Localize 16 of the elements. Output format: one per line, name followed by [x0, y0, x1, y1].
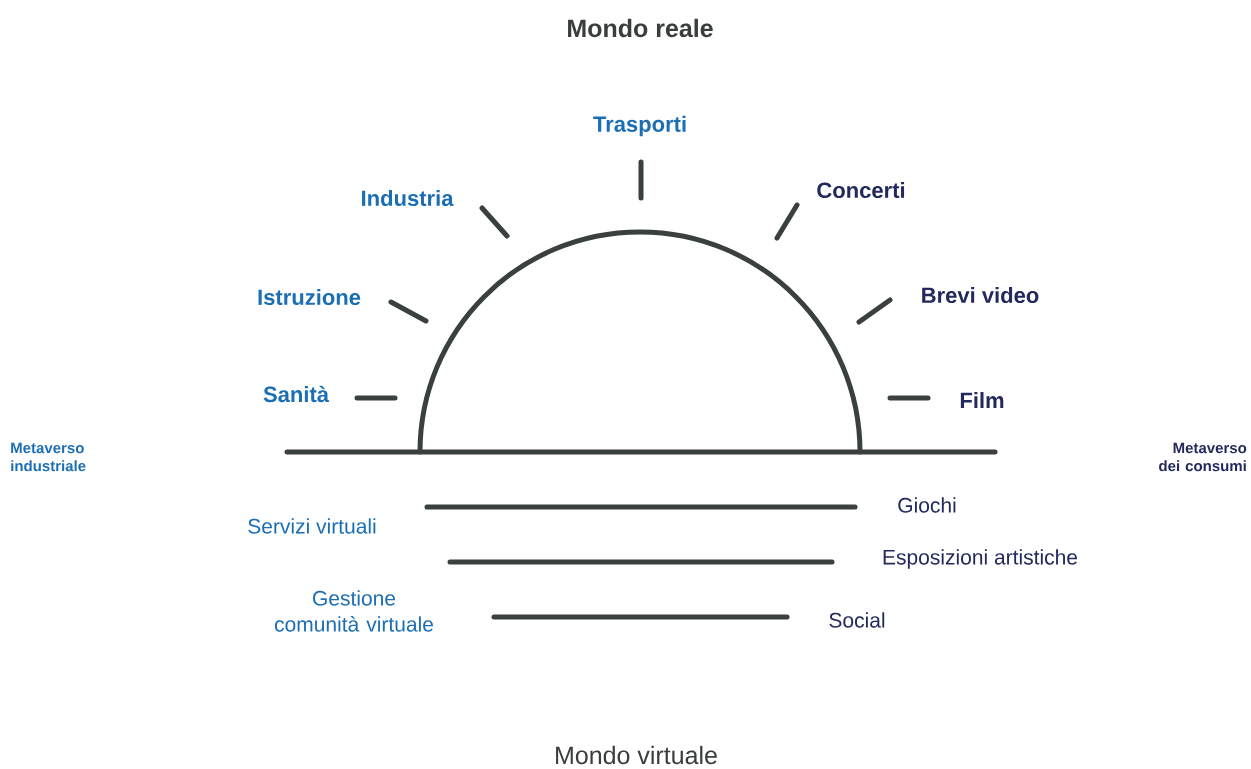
caption: Mondo virtuale: [556, 745, 717, 765]
sector-label: Gestione comunità virtuale: [274, 590, 433, 632]
sector-label: Esposizioni artistiche: [883, 549, 1078, 569]
sector-label: Concerti: [817, 181, 905, 199]
sector-label: Film: [960, 392, 1004, 408]
sector-label: Industria: [362, 189, 454, 207]
sector-label: Giochi: [898, 497, 956, 513]
sector-label: Sanità: [263, 385, 330, 403]
sector-label: Trasporti: [593, 115, 686, 137]
sector-label: Istruzione: [258, 288, 361, 306]
sector-label: Metaverso dei consumi: [1159, 442, 1247, 472]
sector-label: Brevi video: [922, 286, 1039, 304]
title: Mondo reale: [568, 18, 713, 38]
sector-label: Metaverso industriale: [11, 442, 86, 472]
sector-label: Servizi virtuali: [248, 518, 376, 534]
sector-label: Social: [829, 612, 885, 628]
